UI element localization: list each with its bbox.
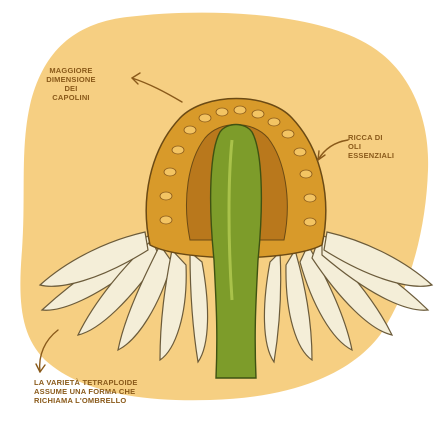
annotation-bottom-label: LA VARIETÀ TETRAPLOIDE ASSUME UNA FORMA … (34, 378, 184, 405)
annotation-top-label: MAGGIORE DIMENSIONE DEI CAPOLINI (40, 66, 102, 102)
annotation-right-label: RICCA DI OLI ESSENZIALI (348, 133, 408, 160)
center-stem (211, 125, 262, 379)
arrow-bottom-head (36, 364, 45, 372)
